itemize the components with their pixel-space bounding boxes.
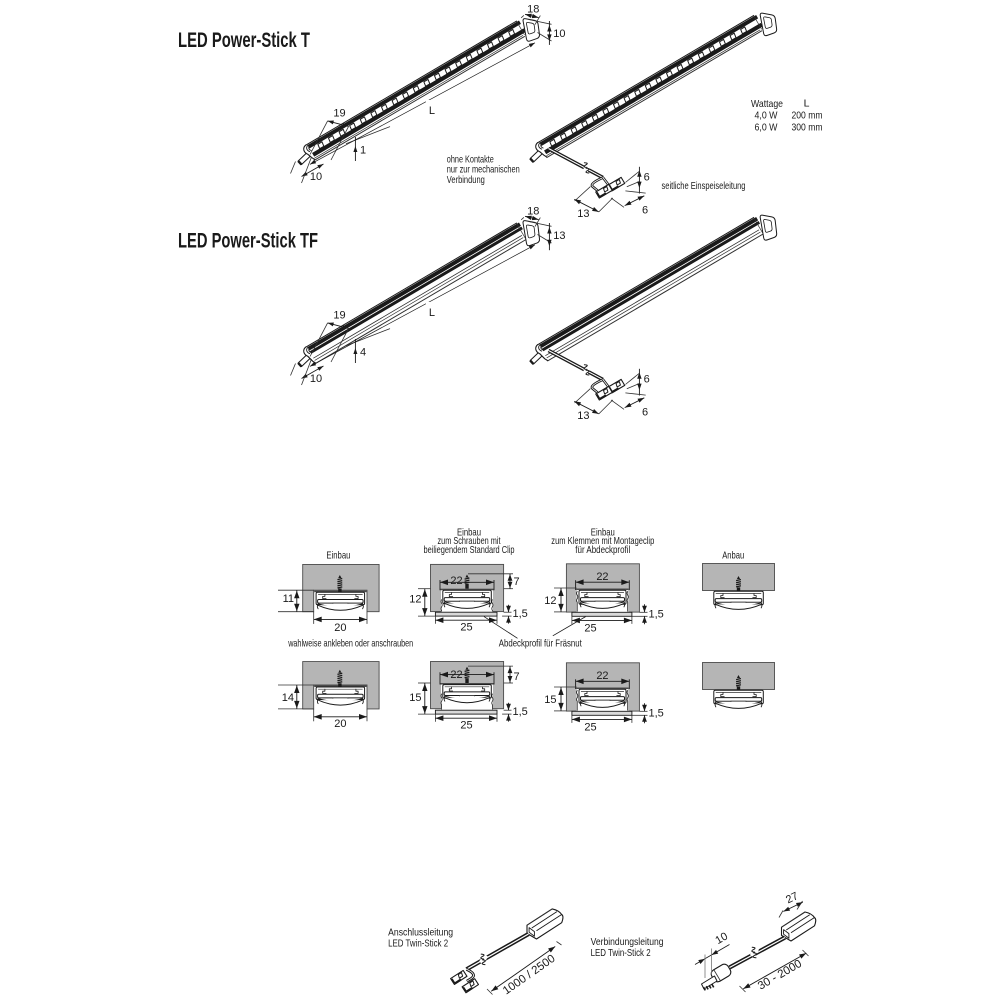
svg-text:22: 22 [596, 571, 608, 583]
svg-text:L: L [429, 105, 435, 117]
svg-text:6: 6 [642, 204, 648, 216]
svg-text:nur zur mechanischen: nur zur mechanischen [447, 165, 520, 176]
svg-text:Verbindungsleitung: Verbindungsleitung [591, 937, 664, 948]
svg-text:LED Power-Stick TF: LED Power-Stick TF [178, 229, 318, 252]
svg-text:14: 14 [282, 692, 294, 704]
svg-text:L: L [429, 307, 435, 319]
svg-text:1,5: 1,5 [513, 608, 528, 620]
svg-text:6: 6 [642, 406, 648, 418]
svg-text:7: 7 [514, 671, 520, 683]
svg-text:Abdeckprofil für Fräsnut: Abdeckprofil für Fräsnut [499, 639, 582, 650]
svg-text:27: 27 [784, 890, 800, 906]
svg-text:11: 11 [283, 593, 294, 605]
svg-text:18: 18 [527, 3, 539, 15]
svg-text:10: 10 [310, 171, 322, 183]
svg-text:LED Power-Stick T: LED Power-Stick T [178, 29, 310, 52]
svg-text:20: 20 [334, 718, 346, 730]
svg-text:ohne Kontakte: ohne Kontakte [447, 154, 494, 165]
svg-text:12: 12 [544, 595, 556, 607]
svg-text:1: 1 [360, 145, 366, 157]
svg-text:Einbau: Einbau [591, 528, 615, 539]
svg-text:300 mm: 300 mm [792, 122, 823, 134]
svg-text:22: 22 [450, 575, 462, 587]
svg-text:25: 25 [584, 623, 596, 635]
svg-text:15: 15 [544, 694, 556, 706]
svg-text:4,0 W: 4,0 W [755, 110, 778, 122]
svg-text:7: 7 [514, 576, 520, 588]
svg-text:200 mm: 200 mm [792, 110, 823, 122]
svg-text:6: 6 [644, 373, 650, 385]
svg-text:10: 10 [310, 373, 322, 385]
svg-text:6,0 W: 6,0 W [755, 122, 778, 134]
svg-text:wahlweise ankleben oder anschr: wahlweise ankleben oder anschrauben [287, 639, 413, 650]
svg-text:12: 12 [409, 594, 421, 606]
svg-text:25: 25 [460, 622, 472, 634]
svg-text:Verbindung: Verbindung [447, 175, 485, 186]
svg-text:18: 18 [527, 205, 539, 217]
svg-text:19: 19 [333, 107, 345, 119]
svg-text:20: 20 [334, 622, 346, 634]
svg-text:10: 10 [713, 930, 730, 947]
svg-text:Anbau: Anbau [722, 551, 744, 562]
svg-text:19: 19 [333, 309, 345, 321]
svg-text:Anschlussleitung: Anschlussleitung [388, 928, 453, 939]
svg-text:Einbau: Einbau [326, 551, 350, 562]
svg-text:Wattage: Wattage [751, 98, 783, 110]
svg-text:seitliche Einspeiseleitung: seitliche Einspeiseleitung [662, 181, 746, 192]
svg-text:1,5: 1,5 [649, 608, 664, 620]
svg-text:10: 10 [553, 28, 565, 40]
svg-text:1,5: 1,5 [513, 706, 528, 718]
svg-text:zum Schrauben mit: zum Schrauben mit [438, 536, 501, 547]
svg-text:4: 4 [360, 347, 366, 359]
svg-text:15: 15 [409, 692, 421, 704]
svg-text:zum Klemmen mit Montageclip: zum Klemmen mit Montageclip [551, 536, 654, 547]
svg-text:6: 6 [644, 171, 650, 183]
svg-text:13: 13 [577, 410, 589, 422]
svg-text:25: 25 [584, 722, 596, 734]
svg-text:13: 13 [577, 208, 589, 220]
svg-text:beiliegendem Standard Clip: beiliegendem Standard Clip [424, 545, 515, 556]
svg-text:LED Twin-Stick 2: LED Twin-Stick 2 [388, 939, 448, 950]
svg-text:L: L [804, 98, 810, 110]
svg-text:für Abdeckprofil: für Abdeckprofil [575, 545, 630, 556]
svg-text:22: 22 [450, 669, 462, 681]
svg-text:Einbau: Einbau [457, 528, 481, 539]
svg-text:LED Twin-Stick 2: LED Twin-Stick 2 [591, 948, 651, 959]
svg-text:25: 25 [460, 720, 472, 732]
svg-text:22: 22 [596, 670, 608, 682]
svg-text:13: 13 [553, 230, 565, 242]
svg-text:1,5: 1,5 [649, 707, 664, 719]
